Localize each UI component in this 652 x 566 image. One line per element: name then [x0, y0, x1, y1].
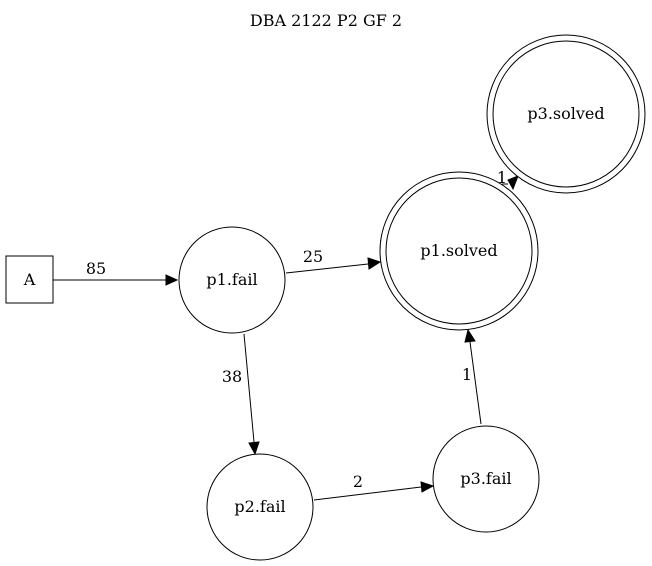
edge-p1-fail-to-p1-solved [285, 257, 382, 274]
node-p1-solved: p1.solved [379, 171, 539, 331]
node-p3-fail: p3.fail [432, 425, 540, 533]
edge-start-to-p1-fail [53, 274, 179, 286]
node-p2-fail: p2.fail [206, 453, 314, 561]
edge-p1-fail-to-p2-fail [243, 333, 260, 456]
edge-label-p1-fail-to-p1-solved: 25 [303, 247, 323, 266]
node-p3-solved: p3.solved [486, 34, 646, 194]
node-p1-fail-label: p1.fail [206, 270, 257, 289]
edge-p3-fail-to-p1-solved [464, 328, 482, 425]
edge-p1-solved-to-p3-solved [502, 175, 519, 191]
node-start-label: A [23, 270, 36, 289]
edge-label-p2-fail-to-p3-fail: 2 [353, 472, 363, 491]
node-p3-solved-label: p3.solved [527, 104, 604, 123]
node-p2-fail-label: p2.fail [234, 497, 285, 516]
edge-label-start-to-p1-fail: 85 [86, 259, 106, 278]
edge-label-p1-solved-to-p3-solved: 1 [497, 168, 507, 187]
node-p1-fail: p1.fail [178, 226, 286, 334]
edge-label-p1-fail-to-p2-fail: 38 [222, 367, 242, 386]
edge-p2-fail-to-p3-fail [313, 481, 435, 501]
node-p1-solved-label: p1.solved [420, 241, 497, 260]
diagram-title: DBA 2122 P2 GF 2 [250, 11, 402, 30]
node-p3-fail-label: p3.fail [460, 469, 511, 488]
node-start: A [5, 255, 54, 304]
edge-label-p3-fail-to-p1-solved: 1 [462, 365, 472, 384]
